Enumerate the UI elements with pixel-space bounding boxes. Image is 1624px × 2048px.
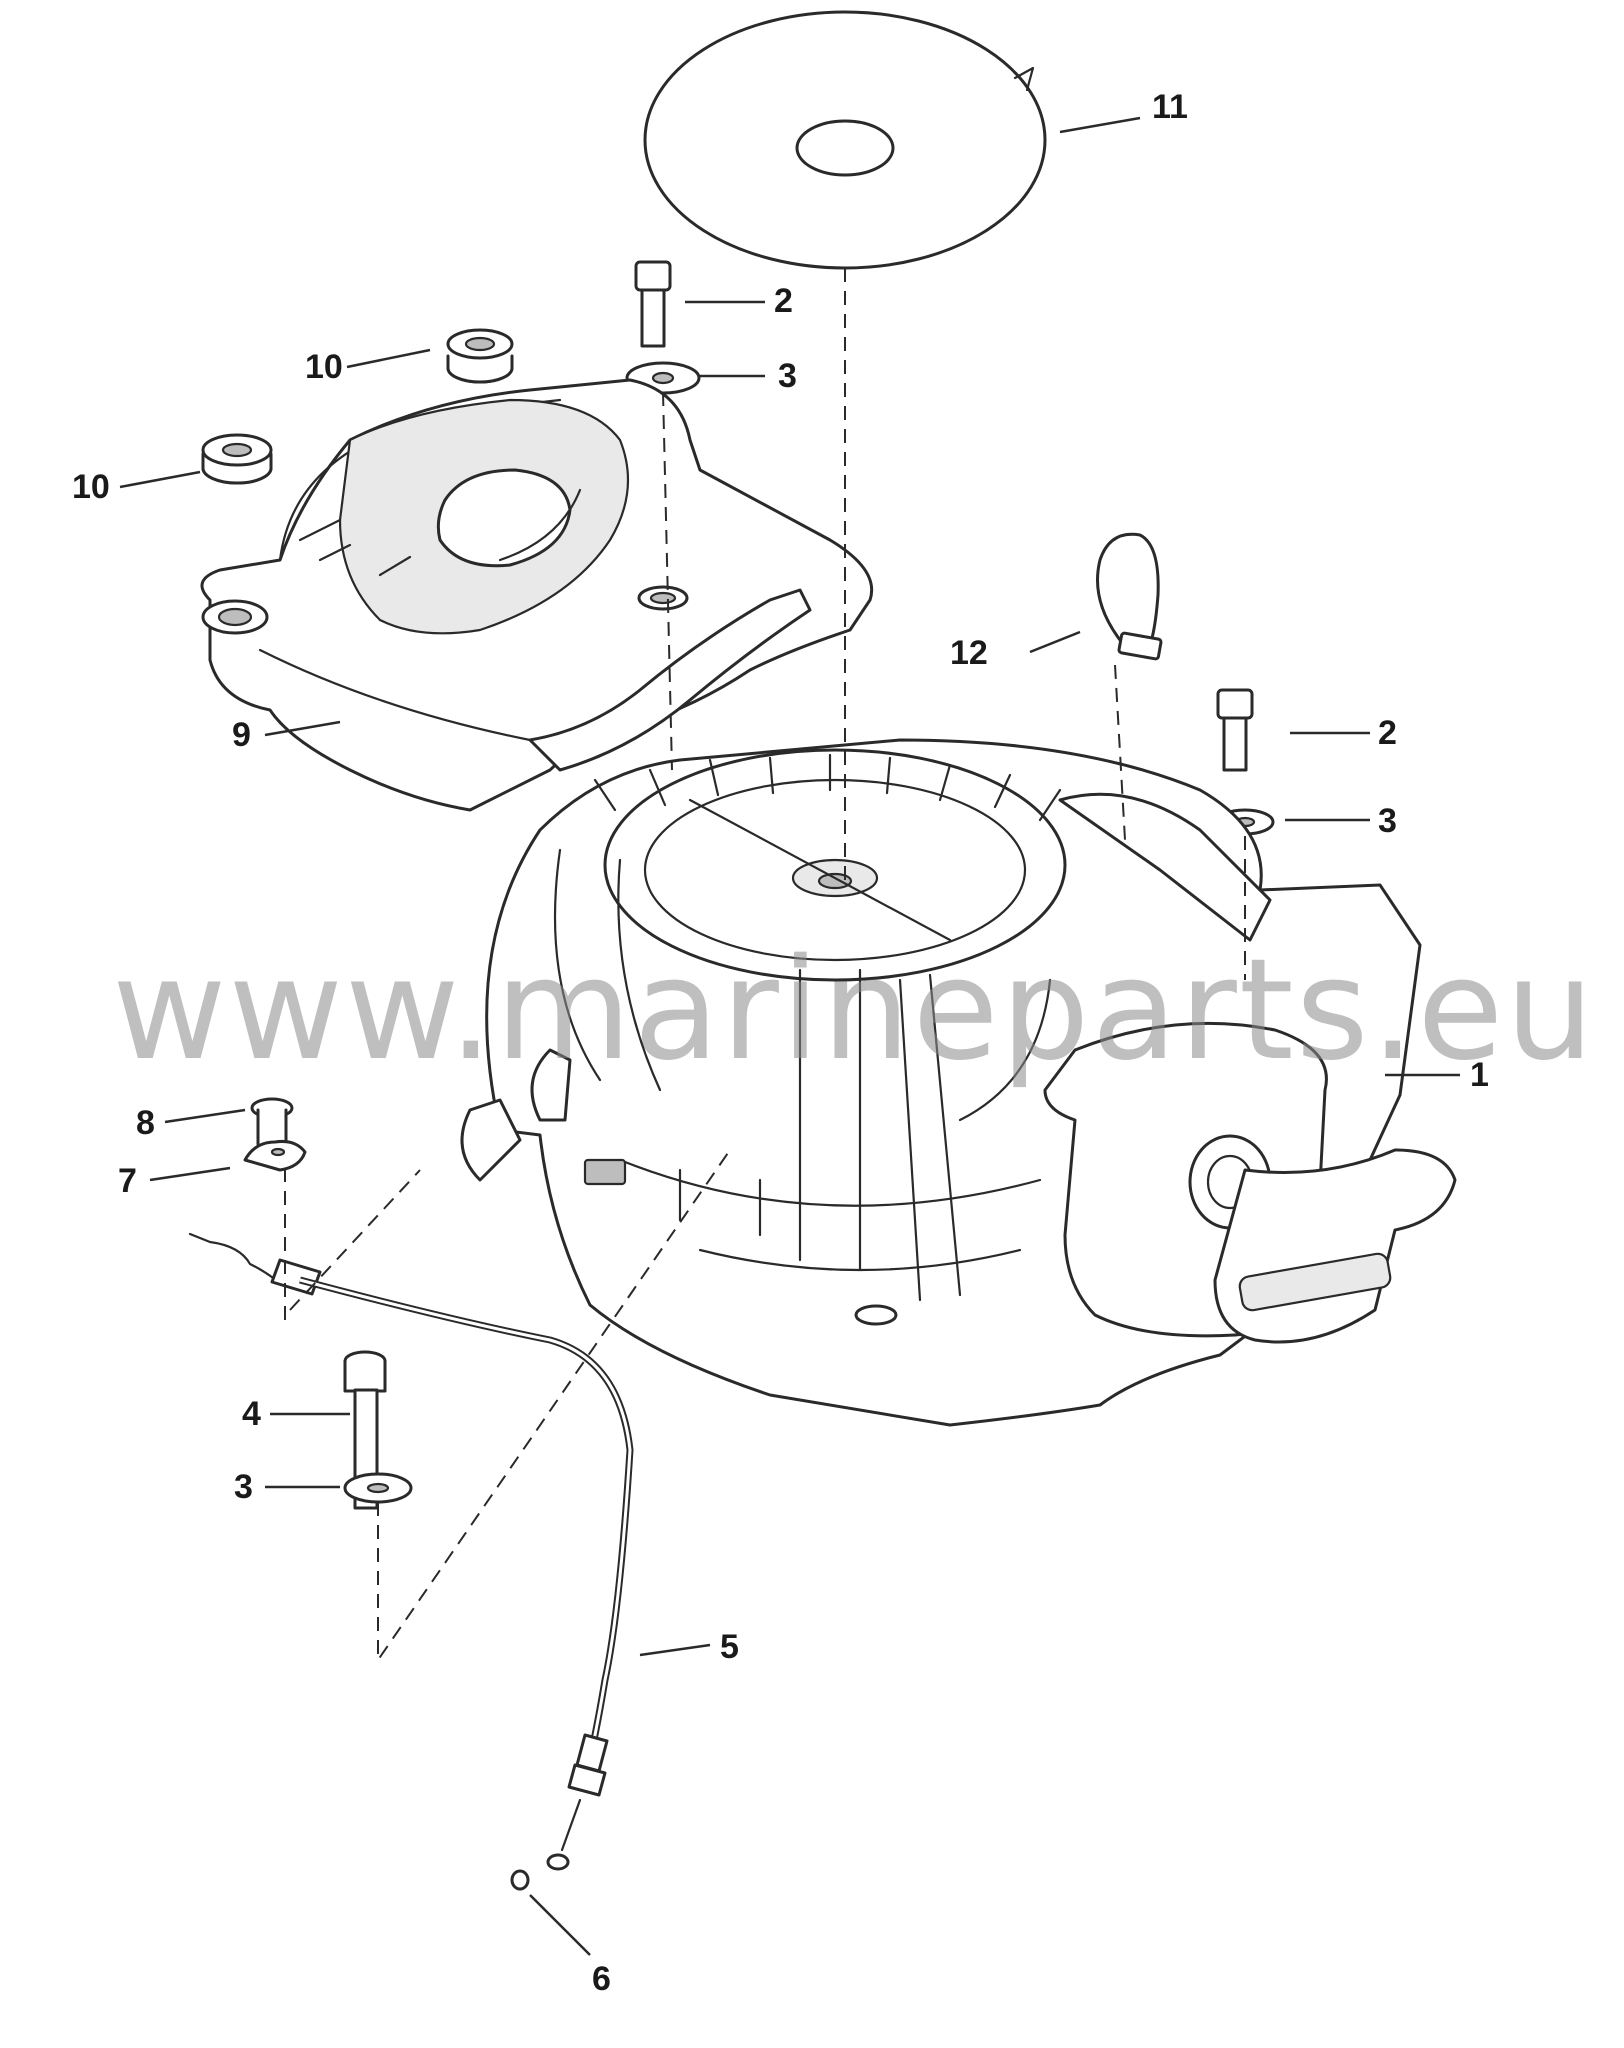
callout-2-right: 2 bbox=[1378, 714, 1397, 752]
watermark-text: www.marineparts.eu bbox=[112, 929, 1596, 1092]
alignment-lines bbox=[284, 268, 1246, 1664]
callout-11: 11 bbox=[1152, 88, 1188, 126]
part-11-disc bbox=[643, 10, 1047, 270]
part-6-nut bbox=[510, 1869, 530, 1891]
part-2-bolt-upper bbox=[634, 260, 672, 348]
callout-2-upper: 2 bbox=[774, 282, 793, 320]
part-10-grommet-upper bbox=[446, 328, 514, 384]
part-7-retainer bbox=[243, 1140, 307, 1172]
callout-3-lower: 3 bbox=[234, 1468, 253, 1506]
callout-3-upper: 3 bbox=[778, 357, 797, 395]
part-2-bolt-right bbox=[1216, 688, 1254, 772]
callout-labels: 11 2 3 10 10 9 12 2 3 1 8 7 4 3 5 6 bbox=[72, 88, 1489, 1998]
callout-12: 12 bbox=[950, 634, 988, 672]
part-10-grommet-lower bbox=[201, 433, 273, 485]
callout-8: 8 bbox=[136, 1104, 155, 1142]
part-5-cable bbox=[188, 1232, 634, 1871]
callout-7: 7 bbox=[118, 1162, 137, 1200]
callout-1: 1 bbox=[1470, 1056, 1489, 1094]
callout-4: 4 bbox=[242, 1395, 261, 1433]
part-12-clip bbox=[1096, 532, 1163, 661]
part-9-cover bbox=[200, 378, 874, 812]
part-1-starter-housing bbox=[460, 738, 1457, 1427]
callout-6: 6 bbox=[592, 1960, 611, 1998]
part-3-washer-lower bbox=[343, 1472, 413, 1504]
callout-5: 5 bbox=[720, 1628, 739, 1666]
callout-9: 9 bbox=[232, 716, 251, 754]
callout-10-lower: 10 bbox=[72, 468, 110, 506]
callout-10-upper: 10 bbox=[305, 348, 343, 386]
callout-3-right: 3 bbox=[1378, 802, 1397, 840]
leader-lines bbox=[119, 116, 1460, 1956]
